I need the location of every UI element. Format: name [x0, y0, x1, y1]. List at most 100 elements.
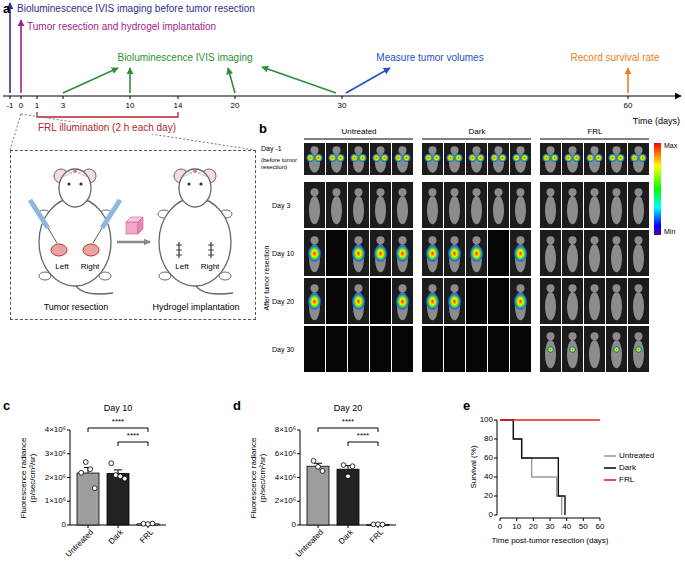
mouse-illustration: [30, 169, 120, 294]
signal-blob: [608, 153, 617, 162]
row-label: Day 3: [272, 201, 290, 209]
signal-blob: [396, 293, 410, 311]
image-cell: [304, 326, 325, 372]
suture: [208, 250, 214, 251]
signal-blob: [432, 153, 441, 162]
image-cell: [562, 278, 583, 324]
mouse-silhouette: [309, 196, 320, 224]
chart-title: Day 20: [334, 403, 363, 413]
signal-blob: [520, 153, 529, 162]
mouse-silhouette: [473, 236, 481, 244]
mouse-silhouette: [633, 196, 644, 224]
mouse-eye: [67, 182, 70, 185]
data-point: [146, 522, 151, 527]
mouse-silhouette: [399, 146, 407, 154]
mouse-silhouette: [545, 292, 556, 320]
significance-mark: ****: [342, 417, 354, 426]
mouse-silhouette: [333, 146, 341, 154]
axis-title: Survival (%): [469, 445, 478, 488]
mouse-silhouette: [355, 146, 363, 154]
image-cell: [584, 182, 605, 228]
signal-blob: [594, 153, 603, 162]
image-cell: [606, 230, 627, 276]
image-cell: [422, 182, 443, 228]
data-point: [88, 467, 93, 472]
mouse-silhouette: [427, 196, 438, 224]
mouse-silhouette: [449, 196, 460, 224]
tick-mark: [494, 515, 497, 516]
image-cell: [466, 278, 487, 324]
mouse-silhouette: [451, 188, 459, 196]
tick-label: 6×10⁶: [275, 449, 296, 458]
mouse-silhouette: [355, 236, 363, 244]
image-cell: [562, 182, 583, 228]
panel-letter: a: [3, 2, 10, 17]
image-cell: [562, 143, 583, 175]
signal-blob: [446, 153, 455, 162]
image-cell: [510, 182, 531, 228]
data-point: [320, 469, 325, 474]
mouse-eye: [187, 182, 190, 185]
tick-mark: [67, 477, 70, 478]
image-cell: [326, 326, 347, 372]
legend-line: [604, 455, 616, 457]
tick-mark: [494, 458, 497, 459]
group-bracket: [540, 139, 649, 140]
image-cell: [348, 278, 369, 324]
image-cell: [304, 278, 325, 324]
signal-blob: [380, 153, 389, 162]
bar: [337, 469, 359, 525]
signal-blob: [352, 245, 366, 263]
survival-curve: [500, 419, 600, 420]
mouse-silhouette: [517, 146, 525, 154]
tick-mark: [566, 518, 567, 521]
legend-text: Untreated: [619, 451, 654, 460]
mouse-silhouette: [611, 340, 622, 368]
tick-mark: [67, 453, 70, 454]
error-bar: [348, 466, 349, 470]
tick-mark: [37, 96, 38, 99]
tick-label: 4×10⁶: [275, 473, 296, 482]
mouse-silhouette: [451, 236, 459, 244]
mouse-silhouette: [567, 292, 578, 320]
signal-blob: [350, 153, 359, 162]
bar: [307, 466, 329, 525]
group-header: Dark: [469, 127, 486, 136]
signal-blob: [448, 293, 462, 311]
tick-mark: [583, 518, 584, 521]
timeline-label: FRL illumination (2 h each day): [36, 122, 178, 134]
image-cell: [348, 143, 369, 175]
mouse-silhouette: [451, 284, 459, 292]
bar-chart: [297, 428, 396, 528]
timeline-label: Record survival rate: [571, 52, 660, 64]
legend-text: Dark: [619, 463, 636, 472]
data-point: [371, 522, 376, 527]
mouse-silhouette: [633, 292, 644, 320]
mouse-eye: [199, 182, 202, 185]
mouse-silhouette: [517, 236, 525, 244]
signal-blob: [514, 293, 528, 311]
image-cell: [540, 143, 561, 175]
mouse-silhouette: [429, 146, 437, 154]
data-point: [109, 461, 114, 466]
mouse-silhouette: [451, 146, 459, 154]
mouse-body: [39, 198, 111, 286]
image-cell: [370, 182, 391, 228]
category-label: FRL: [368, 528, 385, 545]
image-cell: [392, 230, 413, 276]
mouse-silhouette: [569, 146, 577, 154]
image-cell: [540, 230, 561, 276]
bar-chart: [67, 428, 166, 528]
panel-letter: d: [233, 399, 241, 414]
hydrogel-icon: [126, 217, 143, 234]
mouse-silhouette: [473, 146, 481, 154]
mouse-silhouette: [611, 196, 622, 224]
tick-mark: [500, 518, 501, 521]
image-cell: [422, 143, 443, 175]
image-cell: [488, 143, 509, 175]
image-cell: [606, 182, 627, 228]
axis-title: Time (days): [633, 116, 680, 126]
panel-letter: e: [463, 399, 470, 414]
mouse-silhouette: [613, 236, 621, 244]
